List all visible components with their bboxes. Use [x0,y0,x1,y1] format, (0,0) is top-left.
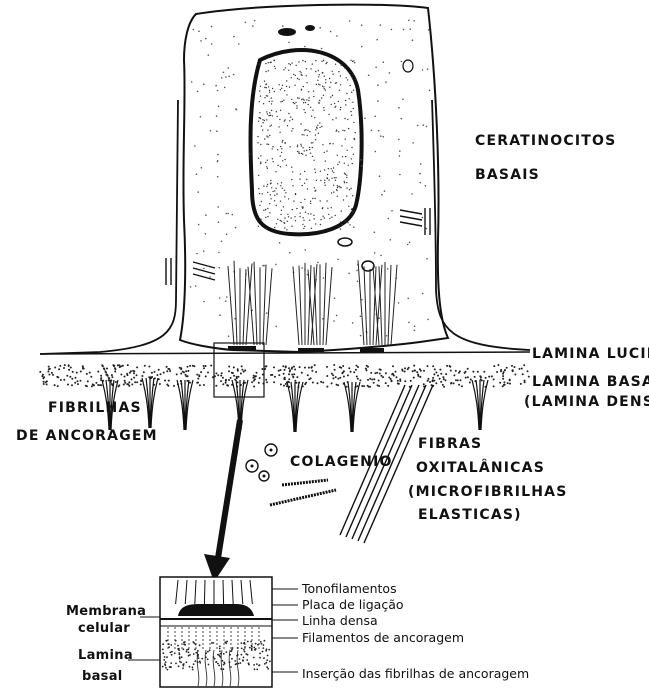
lamina-lucida-line [40,352,530,354]
tonofilaments-in-cell [228,260,397,345]
anchoring-fibrils [102,378,488,432]
label-placa-de-ligacao: Placa de ligação [302,597,404,612]
label-lamina-lucida: LAMINA LUCIDA [532,346,649,362]
label-basal: basal [82,669,123,684]
label-membrana: Membrana [66,604,146,619]
label-celular: celular [78,621,130,636]
label-lamina-densa: (LAMINA DENSA) [524,394,649,410]
label-tonofilamentos: Tonofilamentos [301,581,397,596]
label-oxitalanicas: OXITALÂNICAS [416,459,545,476]
nucleus [250,50,361,234]
label-fibrilhas: FIBRILHAS [48,400,142,416]
detail-inset [160,577,272,687]
left-cell-wall [40,100,178,354]
label-microfibrilhas: (MICROFIBRILHAS [408,484,567,500]
label-ceratinocitos: CERATINOCITOS [475,133,616,149]
label-elasticas: ELASTICAS) [418,507,522,523]
label-colagenio: COLAGENIO [290,454,393,470]
label-lamina-basal: LAMINA BASAL [532,374,649,390]
label-basais: BASAIS [475,167,540,183]
label-de-ancoragem: DE ANCORAGEM [16,428,158,444]
label-filamentos-de-ancoragem: Filamentos de ancoragem [302,630,464,645]
label-linha-densa: Linha densa [302,613,378,628]
label-insercao: Inserção das fibrilhas de ancoragem [302,666,529,681]
label-lamina: Lamina [78,648,133,663]
pointer-arrow [204,420,240,582]
label-fibras: FIBRAS [418,436,482,452]
